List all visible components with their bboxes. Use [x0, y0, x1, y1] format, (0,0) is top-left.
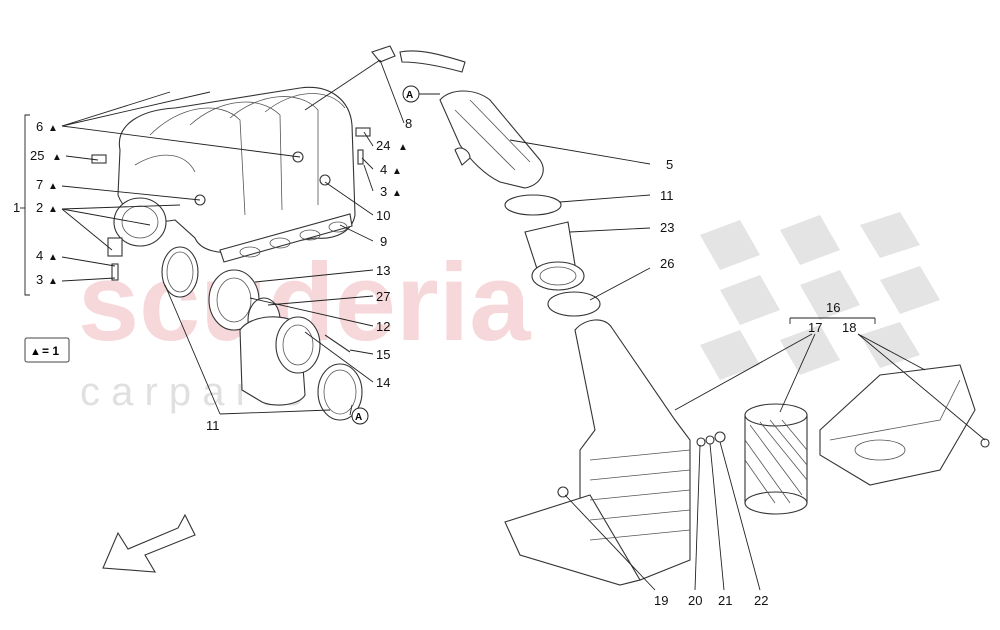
- leader-lines: [20, 59, 986, 591]
- label-4b: 4: [380, 162, 387, 177]
- label-7: 7: [36, 177, 43, 192]
- label-25: 25: [30, 148, 44, 163]
- washer-21: [705, 435, 715, 445]
- air-mass-meter: [524, 221, 585, 291]
- label-12: 12: [376, 319, 390, 334]
- label-26: 26: [660, 256, 674, 271]
- air-filter-element: [744, 403, 808, 515]
- label-3b: 3: [380, 184, 387, 199]
- intake-duct-upper: [439, 90, 544, 189]
- triangle-4b: ▲: [392, 166, 402, 177]
- washer-20: [696, 437, 706, 447]
- triangle-24: ▲: [398, 142, 408, 153]
- part-labels: 6 ▲ 25 ▲ 7 ▲ 1 2 ▲ 4 ▲ 3 ▲ 8 24 ▲ 4 ▲ 3 …: [13, 116, 856, 608]
- label-19: 19: [654, 593, 668, 608]
- label-21: 21: [718, 593, 732, 608]
- direction-arrow: [102, 513, 196, 573]
- marker-a-top-text: A: [406, 90, 413, 101]
- label-20: 20: [688, 593, 702, 608]
- label-9: 9: [380, 234, 387, 249]
- triangle-3a: ▲: [48, 276, 58, 287]
- washer-22: [714, 431, 726, 443]
- legend-symbol: ▲: [30, 346, 41, 358]
- label-23: 23: [660, 220, 674, 235]
- hose-clamp-upper: [504, 194, 562, 216]
- label-18: 18: [842, 320, 856, 335]
- marker-a-top: A: [402, 85, 420, 103]
- label-11b: 11: [206, 418, 220, 433]
- label-24: 24: [376, 138, 390, 153]
- seal-ring: [547, 291, 601, 317]
- triangle-3b: ▲: [392, 188, 402, 199]
- label-13: 13: [376, 263, 390, 278]
- triangle-25: ▲: [52, 152, 62, 163]
- label-14: 14: [376, 375, 390, 390]
- label-1: 1: [13, 200, 20, 215]
- triangle-4a: ▲: [48, 252, 58, 263]
- triangle-7: ▲: [48, 181, 58, 192]
- marker-a-bottom-text: A: [355, 412, 362, 423]
- label-22: 22: [754, 593, 768, 608]
- airbox-lower: [504, 319, 691, 586]
- intake-manifold: [107, 86, 356, 257]
- label-2: 2: [36, 200, 43, 215]
- vacuum-hose: [371, 45, 466, 73]
- throttle-body-group: [161, 246, 363, 421]
- label-17: 17: [808, 320, 822, 335]
- label-8: 8: [405, 116, 412, 131]
- triangle-6: ▲: [48, 123, 58, 134]
- marker-a-bottom: A: [351, 407, 369, 425]
- label-15: 15: [376, 347, 390, 362]
- triangle-2: ▲: [48, 204, 58, 215]
- label-16: 16: [826, 300, 840, 315]
- label-6: 6: [36, 119, 43, 134]
- legend-text: = 1: [42, 344, 59, 358]
- label-4a: 4: [36, 248, 43, 263]
- label-3a: 3: [36, 272, 43, 287]
- label-5: 5: [666, 157, 673, 172]
- label-10: 10: [376, 208, 390, 223]
- legend: ▲ = 1: [24, 337, 70, 363]
- manifold-gasket: [219, 213, 353, 263]
- label-11a: 11: [660, 188, 674, 203]
- air-filter-cover: [819, 364, 990, 486]
- label-27: 27: [376, 289, 390, 304]
